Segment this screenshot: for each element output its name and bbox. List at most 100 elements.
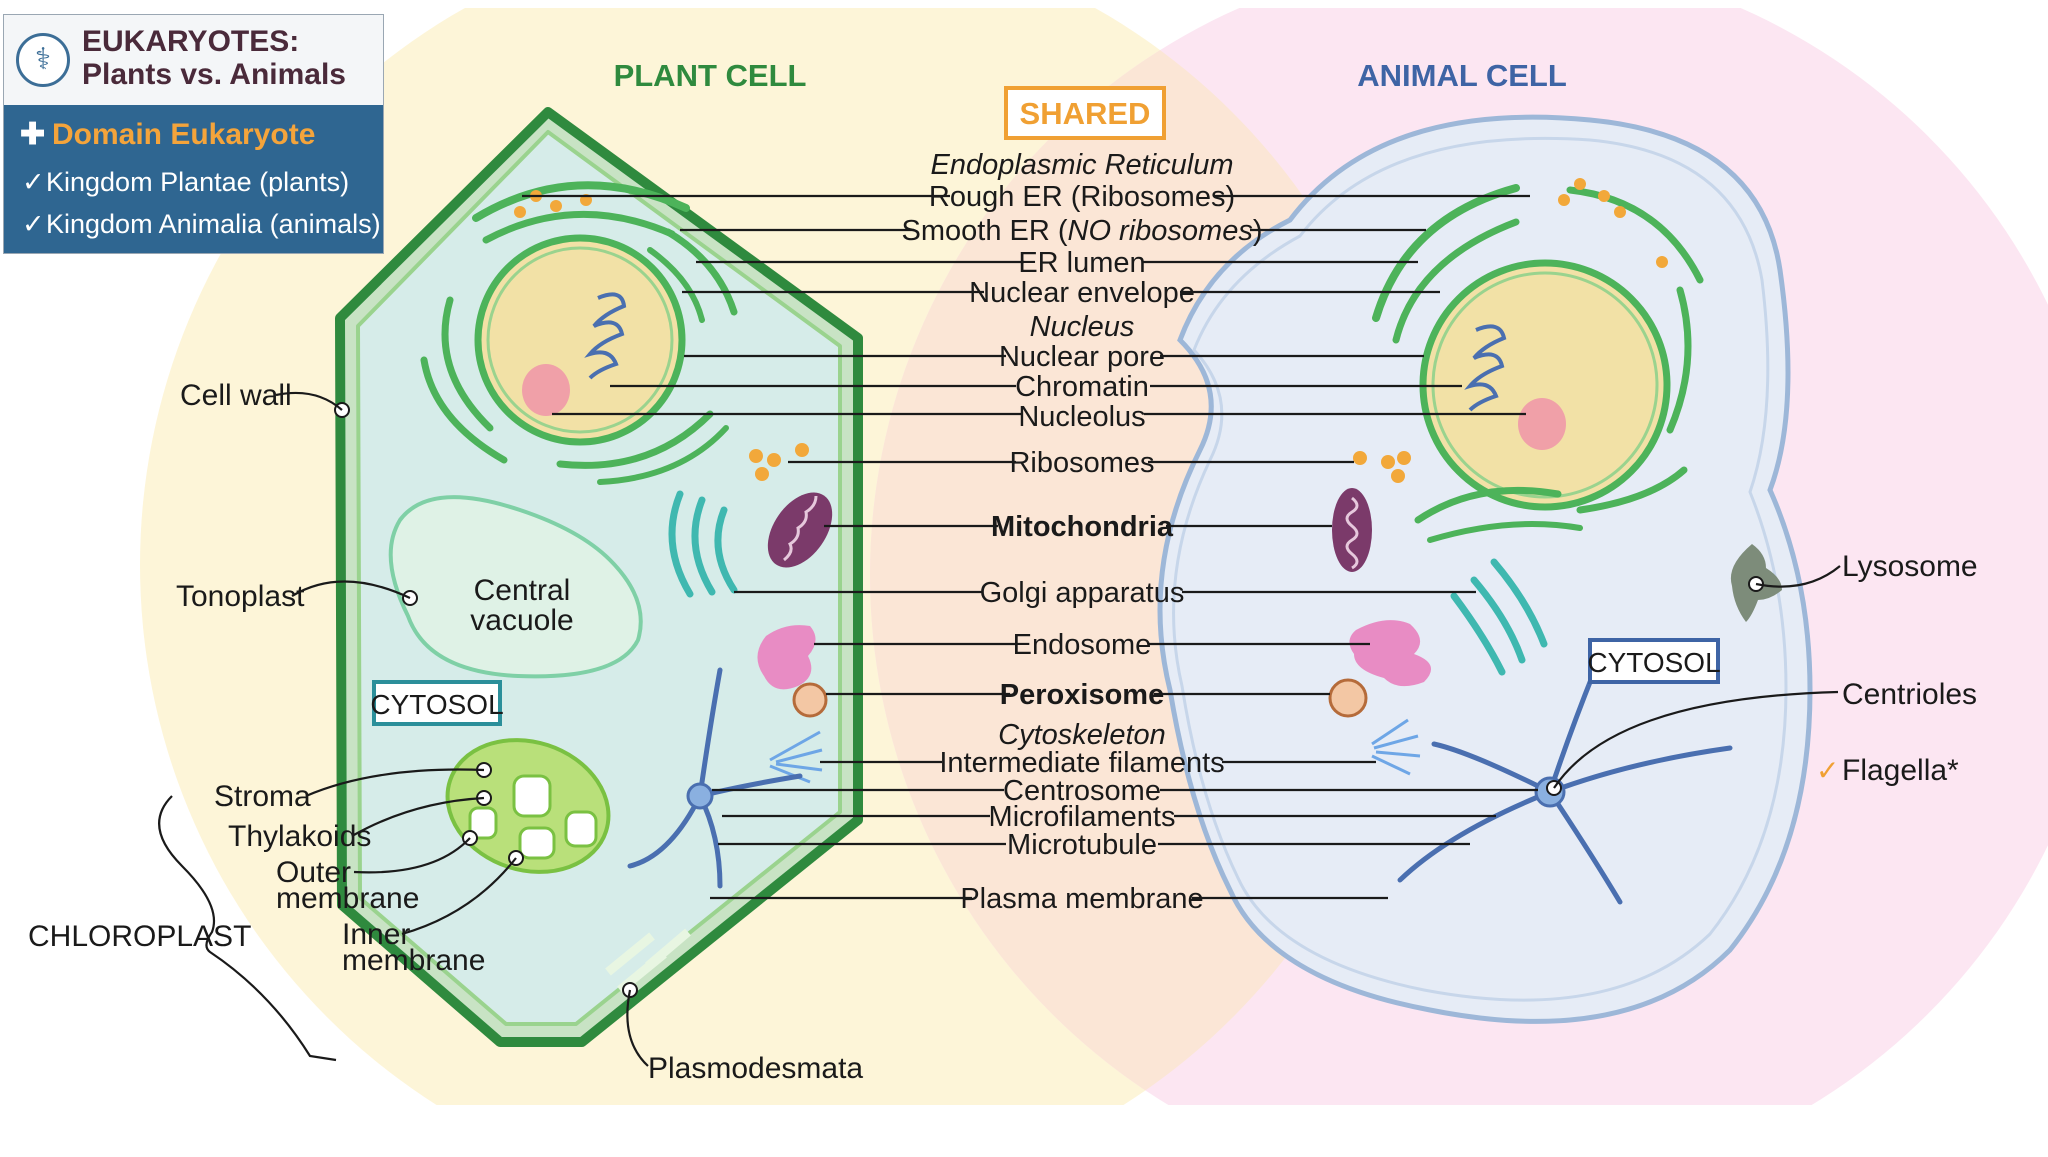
- plant-golgi: [668, 490, 694, 598]
- mitochondria-label: Mitochondria: [991, 511, 1174, 543]
- flagella-check-icon: ✓: [1816, 755, 1839, 786]
- inner-membrane-label-2: membrane: [342, 944, 485, 977]
- plant-mitochondrion-cristae: [783, 495, 818, 562]
- caduceus-icon: ⚕: [16, 33, 70, 87]
- domain-label: Domain Eukaryote: [52, 118, 316, 151]
- shared-overlap: [870, 0, 1420, 1157]
- plant-nucleus-inner: [486, 246, 674, 434]
- intermediate-filaments-label: Intermediate filaments: [939, 747, 1224, 779]
- tonoplast-label: Tonoplast: [176, 580, 305, 613]
- outer-membrane-label-2: membrane: [276, 882, 419, 915]
- plant-nucleus-envelope: [474, 234, 686, 446]
- smooth-er-label: Smooth ER (NO ribosomes): [902, 215, 1263, 247]
- golgi-label: Golgi apparatus: [980, 577, 1185, 609]
- microfilaments-label: Microfilaments: [989, 801, 1176, 833]
- microtubule-label: Microtubule: [1007, 829, 1157, 861]
- centrioles-leader: [1553, 690, 1839, 789]
- cytoskeleton-heading: Cytoskeleton: [998, 719, 1166, 751]
- tonoplast-leader: [291, 580, 411, 599]
- flagella-label: Flagella*: [1842, 754, 1959, 787]
- plant-er-arc: [597, 425, 729, 485]
- plant-er-ribosome: [514, 206, 526, 218]
- lysosome-label: Lysosome: [1842, 550, 1978, 583]
- plant-peroxisome: [792, 682, 828, 718]
- centrosome-label: Centrosome: [1003, 775, 1161, 807]
- chloroplast-thylakoid: [468, 806, 498, 840]
- animal-er-arc: [1666, 286, 1692, 434]
- check-icon: ✓: [22, 209, 45, 239]
- animal-chromatin: [1464, 324, 1507, 412]
- animal-cytosol-label: CYTOSOL: [1587, 647, 1720, 678]
- animal-er-arc: [1576, 466, 1688, 514]
- plant-mitochondrion: [767, 492, 833, 568]
- plant-cytosol-label: CYTOSOL: [370, 689, 503, 720]
- plus-icon: ✚: [20, 118, 46, 151]
- inner-membrane-label-1: Inner: [342, 918, 410, 951]
- animal-plasma-membrane: [1157, 114, 1813, 1024]
- page-title: EUKARYOTES: Plants vs. Animals: [82, 25, 346, 91]
- er-heading: Endoplasmic Reticulum: [930, 149, 1233, 181]
- plant-intermediate-filaments: [769, 730, 823, 784]
- animal-free-ribosome: [1391, 469, 1405, 483]
- plant-er-arc: [664, 228, 738, 316]
- title-line-1: EUKARYOTES:: [82, 25, 300, 58]
- title-card: ⚕ EUKARYOTES: Plants vs. Animals ✚Domain…: [3, 14, 384, 254]
- plant-centrosome: [686, 782, 714, 810]
- animal-er-arc: [1414, 486, 1562, 524]
- chloroplast-label: CHLOROPLAST: [28, 920, 251, 953]
- nucleolus-label: Nucleolus: [1018, 401, 1145, 433]
- plant-endosome: [757, 625, 816, 690]
- plant-nucleolus: [522, 364, 570, 416]
- title-line-2: Plants vs. Animals: [82, 58, 346, 91]
- central-vacuole-label-2: vacuole: [470, 604, 573, 637]
- animal-free-ribosome: [1397, 451, 1411, 465]
- animal-cell-header: ANIMAL CELL: [1357, 58, 1567, 93]
- lysosome-leader: [1755, 565, 1841, 588]
- leader-lines: [522, 194, 1538, 900]
- animal-er-arc: [1566, 186, 1704, 284]
- kingdom-animalia-line: ✓Kingdom Animalia (animals): [22, 209, 381, 240]
- animal-intermediate-filaments: [1371, 718, 1421, 776]
- plant-er-arc: [647, 247, 705, 323]
- animal-mitochondrion-cristae: [1345, 496, 1359, 570]
- shared-header-box: [1004, 86, 1166, 140]
- animal-cell: [1157, 114, 1813, 1024]
- chloroplast-thylakoid: [518, 826, 556, 860]
- endosome-label: Endosome: [1013, 629, 1152, 661]
- nuclear-pore-label: Nuclear pore: [999, 341, 1165, 373]
- shared-labels: Endoplasmic Reticulum Rough ER (Ribosome…: [902, 149, 1263, 915]
- animal-golgi: [1450, 592, 1506, 676]
- animal-free-ribosome: [1381, 455, 1395, 469]
- animal-er-arc: [1427, 521, 1583, 543]
- cell-wall-label: Cell wall: [180, 379, 292, 412]
- animal-membrane-inner: [1172, 136, 1788, 1002]
- plasmodesmata-label: Plasmodesmata: [648, 1052, 863, 1085]
- plant-cytosol-box: [372, 680, 502, 726]
- plant-free-ribosome: [755, 467, 769, 481]
- animal-golgi: [1490, 558, 1548, 648]
- peroxisome-label: Peroxisome: [1000, 679, 1164, 711]
- plant-golgi: [691, 496, 716, 596]
- chromatin-label: Chromatin: [1015, 371, 1149, 403]
- plant-cell-header: PLANT CELL: [614, 58, 807, 93]
- central-vacuole-label-1: Central: [474, 574, 571, 607]
- stroma-leader: [305, 768, 485, 798]
- plant-er-arc: [482, 210, 676, 244]
- plasma-membrane-label: Plasma membrane: [960, 883, 1203, 915]
- plasmodesmata-leader: [626, 989, 649, 1067]
- outer-membrane-leader: [353, 837, 471, 874]
- animal-free-ribosome: [1353, 451, 1367, 465]
- plant-central-vacuole: [388, 495, 643, 679]
- animal-peroxisome: [1328, 678, 1368, 718]
- plant-free-ribosome: [749, 449, 763, 463]
- ribosomes-label: Ribosomes: [1009, 447, 1154, 479]
- nucleus-heading: Nucleus: [1030, 311, 1135, 343]
- animal-er-ribosome: [1558, 194, 1570, 206]
- plant-er-ribosome: [550, 200, 562, 212]
- check-icon: ✓: [22, 167, 45, 197]
- nuclear-envelope-label: Nuclear envelope: [969, 277, 1195, 309]
- kingdom-animalia-label: Kingdom Animalia (animals): [46, 209, 381, 239]
- stroma-label: Stroma: [214, 780, 311, 813]
- animal-cytosol-box: [1588, 638, 1720, 684]
- cell-wall-leader: [275, 391, 343, 411]
